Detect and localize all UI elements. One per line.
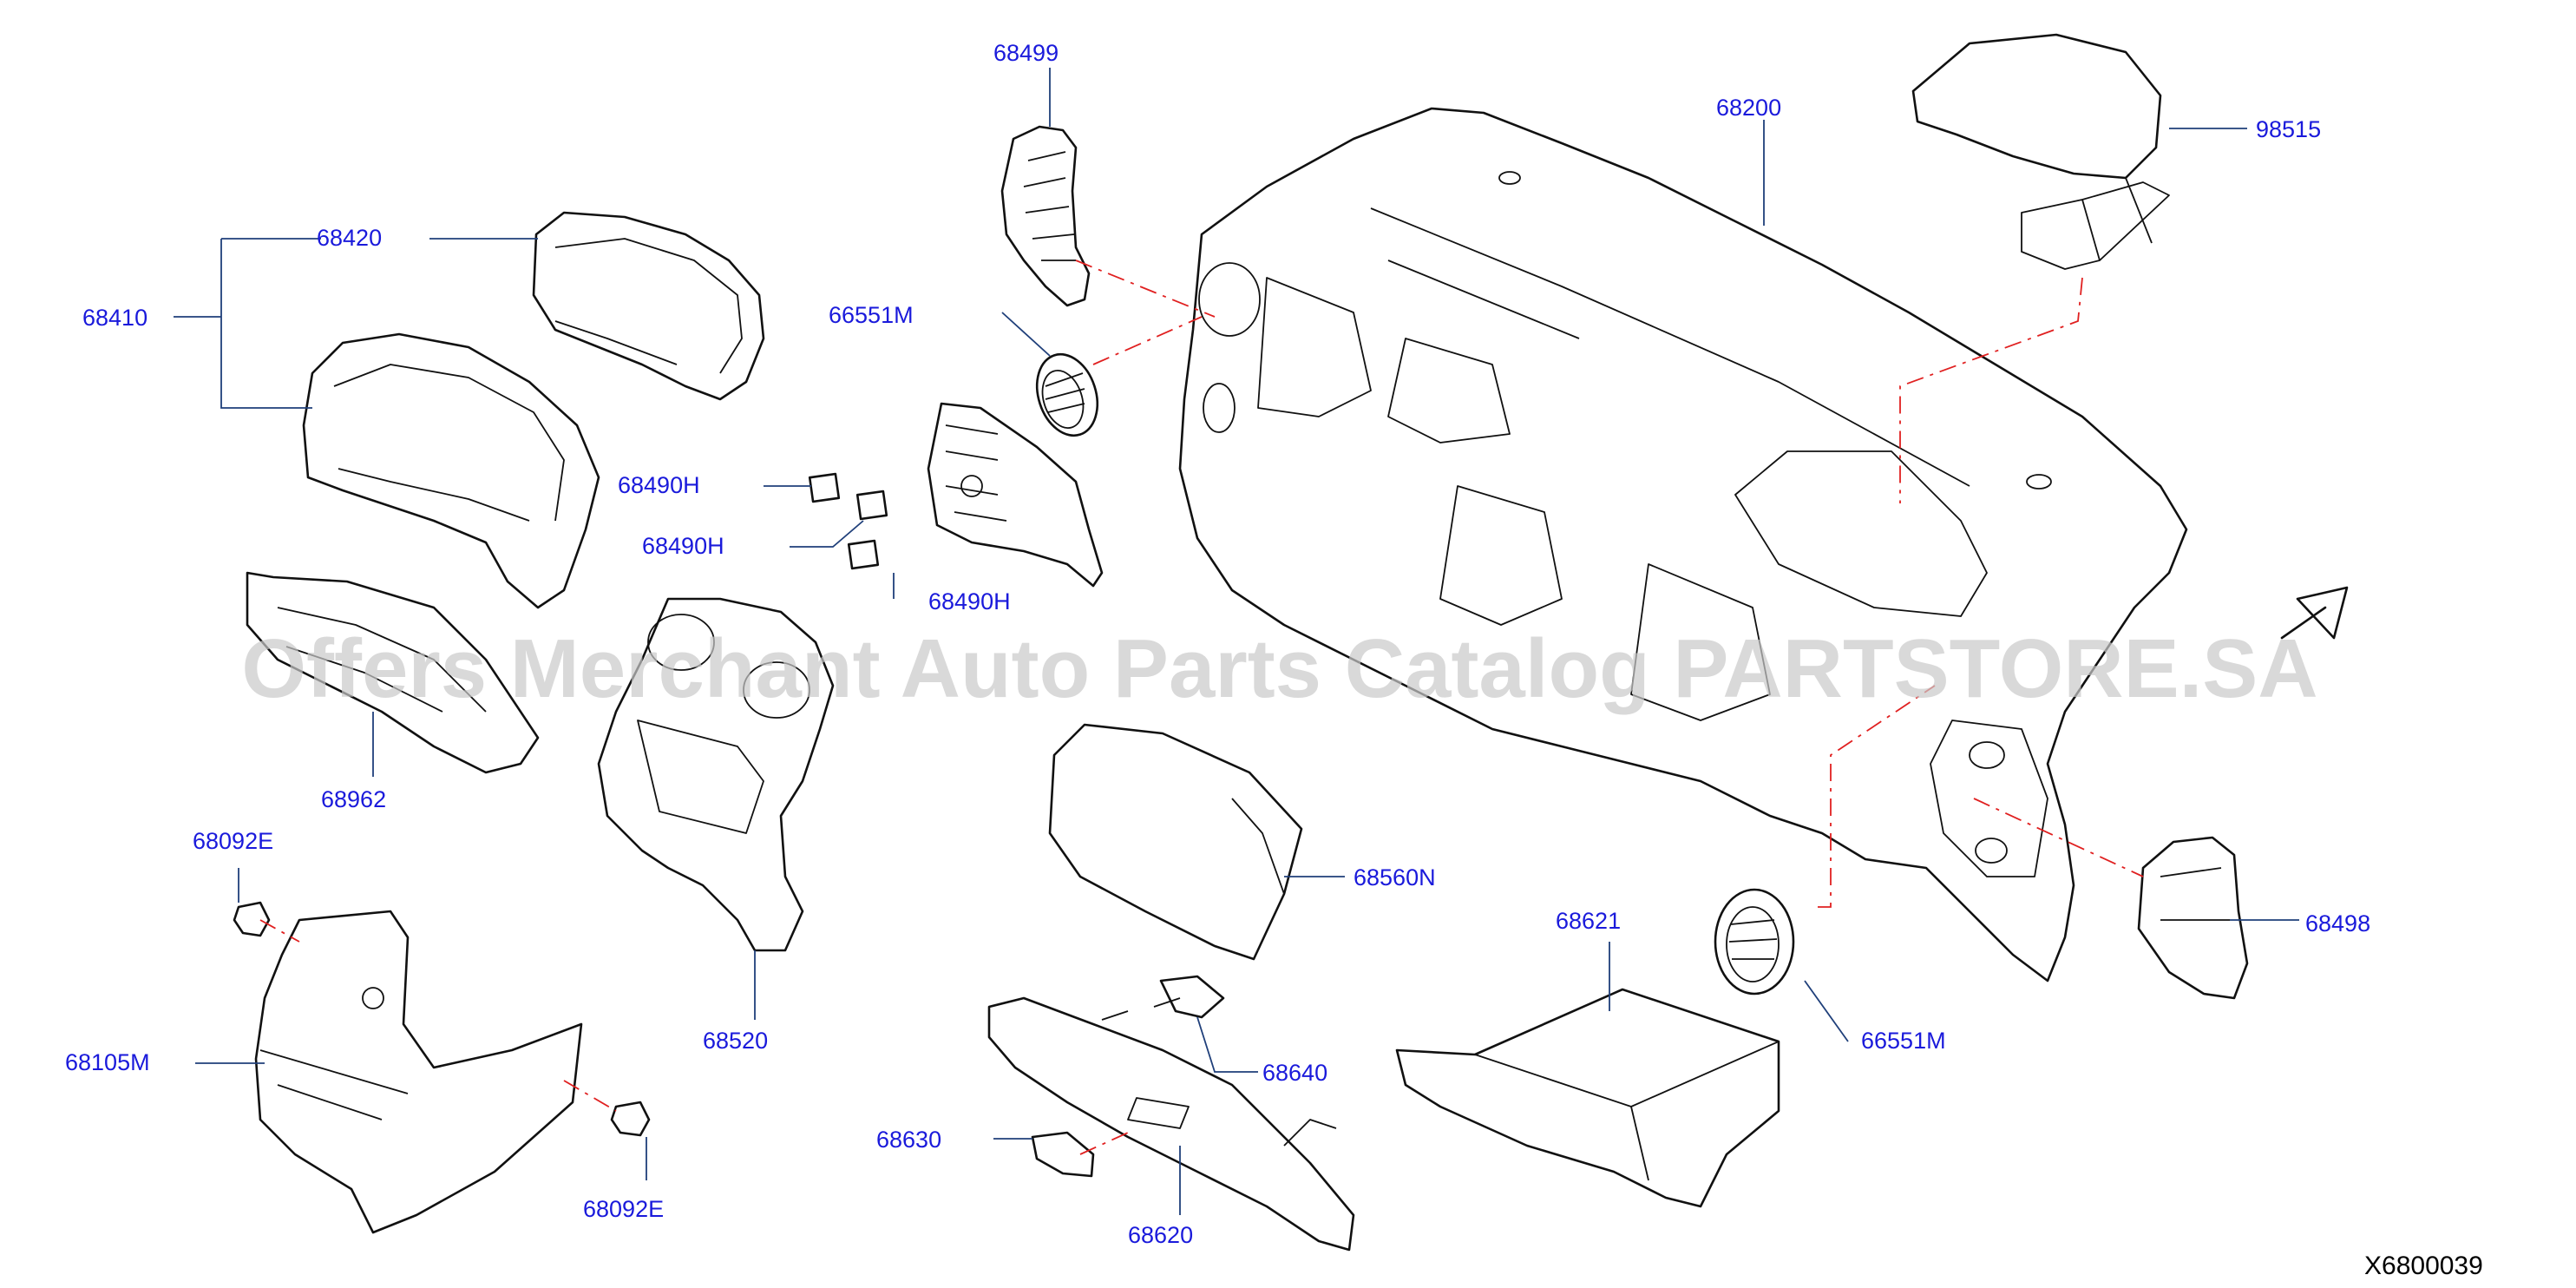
- label-68490h-b: 68490H: [642, 533, 724, 559]
- label-68620: 68620: [1128, 1222, 1193, 1248]
- part-68420-meter-mask: [532, 211, 765, 401]
- label-68498: 68498: [2305, 910, 2370, 936]
- diagram-code: X6800039: [2364, 1252, 2483, 1280]
- label-68962: 68962: [321, 786, 386, 812]
- part-68620-lower-panel: [987, 996, 1355, 1252]
- label-68092e-lower: 68092E: [583, 1196, 664, 1222]
- part-68560n-glovebox-lid: [1048, 723, 1303, 961]
- label-68092e-upper: 68092E: [193, 828, 273, 854]
- dashed-connectors: [259, 260, 2144, 1155]
- part-66551m-upper-vent: [1035, 352, 1099, 437]
- part-68410-cluster-lid: [302, 332, 600, 609]
- part-68105m-knee-panel: [254, 910, 583, 1234]
- part-68200-instrument-panel: [1178, 107, 2188, 982]
- label-66551m-lower: 66551M: [1861, 1028, 1946, 1054]
- label-68420: 68420: [317, 225, 382, 251]
- watermark: Offers Merchant Auto Parts Catalog PARTS…: [241, 622, 2317, 715]
- part-98515-airbag: [1911, 33, 2170, 270]
- part-68498-side-vent: [2137, 836, 2249, 1000]
- part-68640-clip: [1159, 975, 1225, 1019]
- label-68499: 68499: [993, 40, 1059, 66]
- part-68092e-clips: [233, 901, 651, 1137]
- label-68560n: 68560N: [1354, 864, 1436, 890]
- part-68520-center-finisher: [597, 597, 835, 952]
- label-68490h-c: 68490H: [928, 588, 1011, 614]
- label-68520: 68520: [703, 1028, 768, 1054]
- part-68621-glovebox: [1395, 988, 1780, 1208]
- label-68105m: 68105M: [65, 1049, 150, 1075]
- front-arrow-icon: [2280, 586, 2349, 640]
- label-66551m-upper: 66551M: [829, 302, 914, 328]
- part-66551m-lower-vent: [1714, 888, 1795, 996]
- part-68490h-blanks: [808, 472, 888, 570]
- label-68621: 68621: [1556, 908, 1621, 934]
- label-68630: 68630: [876, 1127, 941, 1153]
- label-98515: 98515: [2256, 116, 2321, 142]
- part-68499-side-vent: [1000, 125, 1091, 307]
- part-68962-lower-shelf: [246, 571, 540, 774]
- part-switch-panel: [927, 402, 1104, 588]
- leader-lines: [174, 68, 2299, 1215]
- label-68200: 68200: [1716, 95, 1781, 121]
- label-68490h-a: 68490H: [618, 472, 700, 498]
- part-68630-small-lid: [1031, 1131, 1095, 1178]
- label-68640: 68640: [1262, 1060, 1327, 1086]
- label-68410: 68410: [82, 305, 147, 331]
